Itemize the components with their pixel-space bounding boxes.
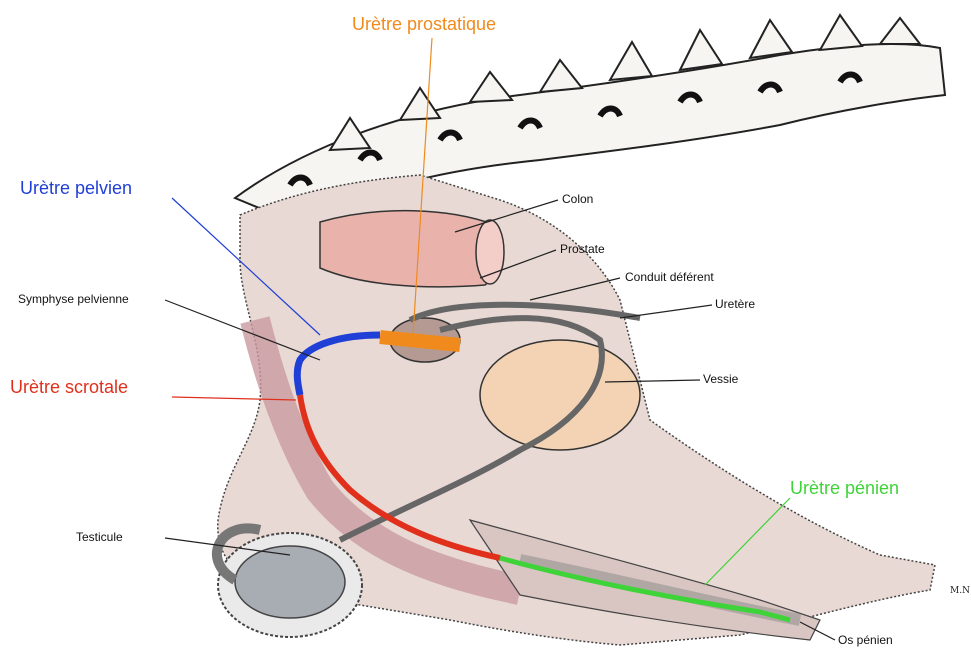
label-colon: Colon xyxy=(562,192,593,206)
colon xyxy=(320,211,504,287)
artist-signature: M.N xyxy=(950,586,970,596)
label-uretere: Uretère xyxy=(715,297,755,311)
label-uretre-scrotale: Urètre scrotale xyxy=(10,377,128,398)
label-vessie: Vessie xyxy=(703,372,738,386)
bladder xyxy=(480,340,640,450)
label-conduit-deferent: Conduit déférent xyxy=(625,270,714,284)
label-prostate: Prostate xyxy=(560,242,605,256)
label-uretre-prostatique: Urètre prostatique xyxy=(352,14,496,35)
label-uretre-penien: Urètre pénien xyxy=(790,478,899,499)
leader-uretere xyxy=(620,305,712,318)
label-os-penien: Os pénien xyxy=(838,633,893,647)
label-uretre-pelvien: Urètre pelvien xyxy=(20,178,132,199)
prostatic-urethra-segment xyxy=(380,337,460,345)
label-symphyse-pelvienne: Symphyse pelvienne xyxy=(18,292,129,306)
label-testicule: Testicule xyxy=(76,530,123,544)
